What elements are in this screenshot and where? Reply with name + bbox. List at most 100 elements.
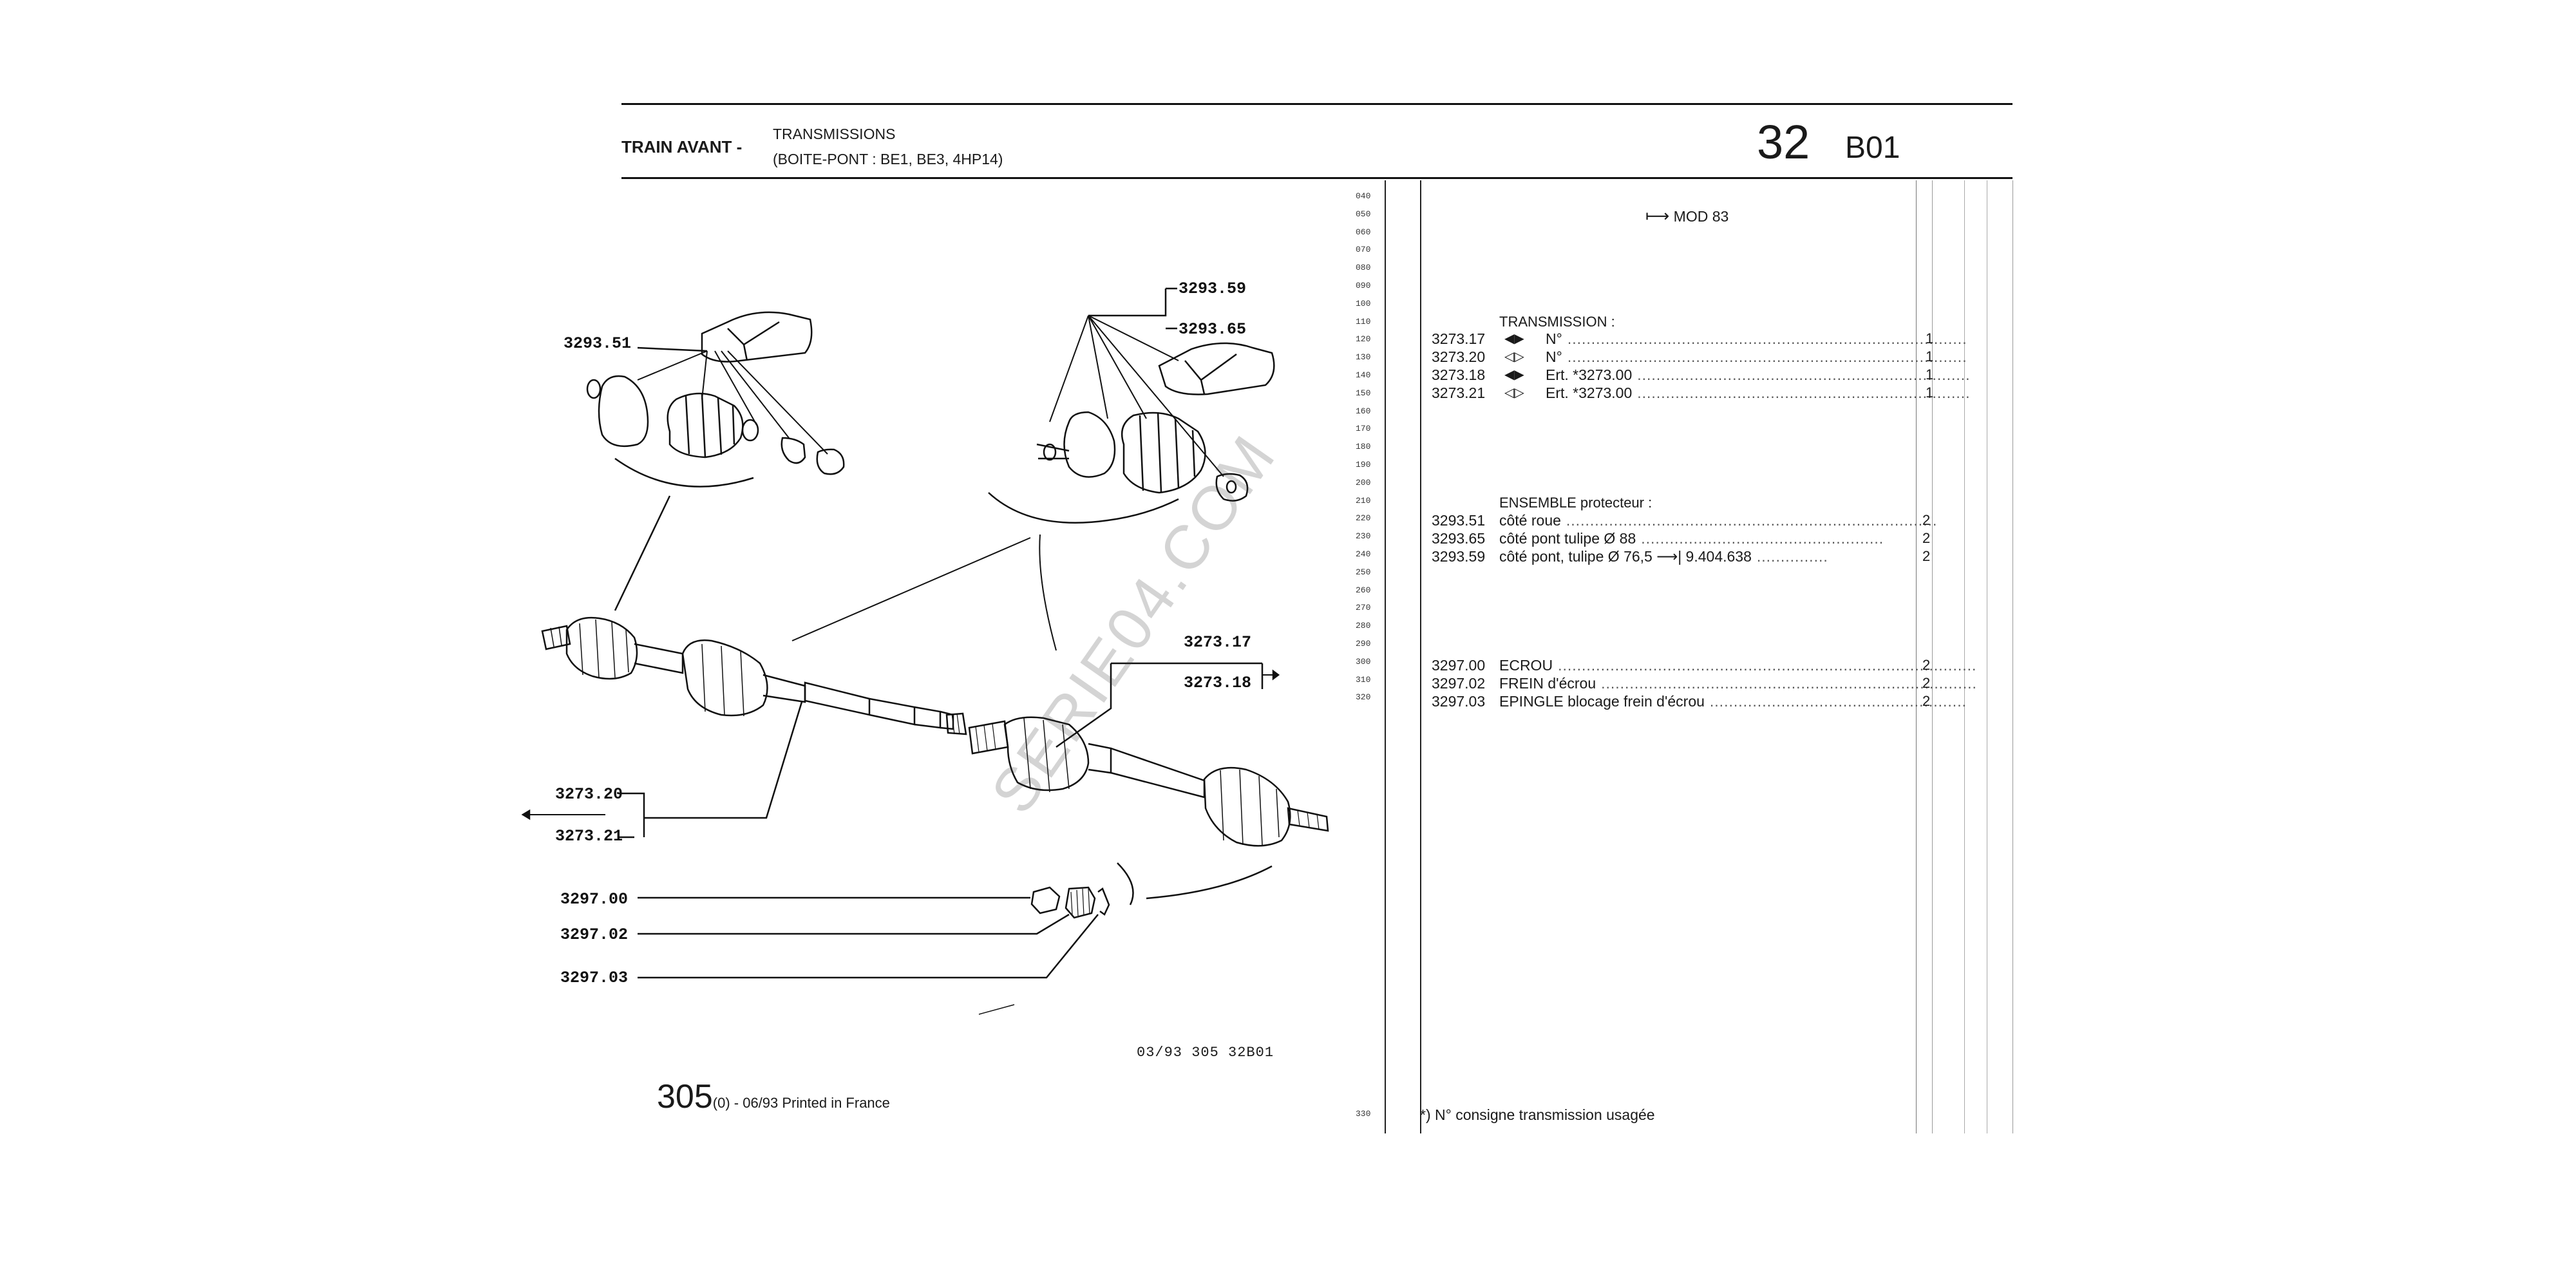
header-bottom-rule [621, 177, 2012, 179]
leader-arc-right [988, 492, 1179, 524]
exploded-diagram: 3293.51 3293.59 3293.65 3273.17 3273.18 … [521, 279, 1329, 1015]
row-number: 100 [1356, 298, 1371, 308]
section-subtitle-1: TRANSMISSIONS [773, 126, 896, 142]
leader-arc-bottom [1117, 862, 1273, 905]
callout-3297-02: 3297.02 [560, 925, 628, 944]
part-description: ◁▷N°....................................… [1504, 348, 1967, 366]
callout-3273-17: 3273.17 [1184, 633, 1251, 652]
part-description: ◀▶Ert. *3273.00.........................… [1504, 366, 1971, 384]
part-quantity: 1 [1926, 330, 1934, 346]
leader-dots: ........................................… [1709, 693, 1967, 710]
part-description: FREIN d'écrou...........................… [1499, 675, 1977, 692]
leader-3297-03 [638, 914, 1099, 979]
row-number: 130 [1356, 352, 1371, 363]
row-number: 280 [1356, 621, 1371, 631]
part-ref: 3297.03 [1432, 693, 1486, 710]
part-description-text: ECROU [1499, 657, 1553, 674]
callout-3293-59: 3293.59 [1179, 279, 1246, 298]
leader-dots: ........................................… [1601, 675, 1977, 692]
row-number: 050 [1356, 209, 1371, 219]
part-quantity: 2 [1922, 675, 1931, 691]
page-number: 32 [1757, 115, 1810, 169]
row-number: 140 [1356, 370, 1371, 380]
row-number: 090 [1356, 281, 1371, 290]
footer-note: *) N° consigne transmission usagée [1420, 1106, 1655, 1123]
part-description-text: Ert. *3273.00 [1546, 384, 1633, 401]
boot-left [667, 392, 744, 459]
ensemble-heading: ENSEMBLE protecteur : [1499, 495, 1653, 511]
callout-3297-00: 3297.00 [560, 890, 628, 909]
row-number: 210 [1356, 495, 1371, 506]
callout-3293-65: 3293.65 [1179, 320, 1246, 339]
row-number: 170 [1356, 424, 1371, 434]
callout-3273-20: 3273.20 [555, 785, 623, 804]
row-number: 180 [1356, 442, 1371, 452]
pin-3297-03 [1097, 887, 1110, 916]
row-number: 230 [1356, 531, 1371, 542]
section-subtitle-2: (BOITE-PONT : BE1, BE3, 4HP14) [773, 151, 1003, 167]
grease-pouch-right [1158, 342, 1275, 395]
part-description-text: Ert. *3273.00 [1546, 366, 1633, 383]
left-arrow-outline-icon: ◁▷ [1504, 386, 1524, 400]
leader-dots: ........................................… [1558, 657, 1977, 674]
table-rule-5 [1964, 180, 1965, 1133]
leader-3273-17 [1056, 663, 1112, 748]
right-spline-stub [1287, 807, 1329, 832]
lock-3297-02 [1065, 886, 1096, 919]
part-ref: 3293.59 [1432, 548, 1486, 565]
part-description-text: N° [1546, 348, 1562, 365]
arrow-right-bar-icon: ⟼ [1645, 206, 1670, 225]
part-quantity: 1 [1926, 366, 1934, 383]
part-quantity: 1 [1926, 348, 1934, 365]
left-arrow-solid-icon: ◀▶ [1504, 332, 1524, 346]
part-ref: 3293.65 [1432, 530, 1486, 547]
part-quantity: 2 [1922, 657, 1931, 673]
row-number: 200 [1356, 477, 1371, 488]
part-description-text: EPINGLE blocage frein d'écrou [1499, 693, 1705, 710]
row-number: 320 [1356, 692, 1371, 703]
model-number: 305 [657, 1078, 713, 1115]
table-rule-left [1385, 180, 1386, 1133]
page-code: B01 [1845, 131, 1900, 165]
part-ref: 3273.18 [1432, 366, 1486, 383]
part-description-text: côté roue [1499, 512, 1561, 529]
small-clip-right [1215, 473, 1249, 502]
part-description-text: côté pont, tulipe Ø 76,5 ⟶| 9.404.638 [1499, 548, 1752, 565]
clamp-ring-left [598, 375, 649, 448]
mod-note-text: MOD 83 [1673, 208, 1729, 225]
row-number: 040 [1356, 191, 1371, 201]
row-number: 290 [1356, 639, 1371, 649]
row-number: 060 [1356, 227, 1371, 237]
left-joint-housing [681, 639, 768, 717]
table-rule-7 [2012, 180, 2013, 1133]
part-description: ◁▷ Ert. *3273.00.........................… [1504, 384, 1971, 402]
callout-3273-18: 3273.18 [1184, 674, 1251, 692]
callout-3293-51: 3293.51 [564, 334, 631, 353]
part-description-text: FREIN d'écrou [1499, 675, 1596, 692]
footer-model: 305(0) - 06/93 Printed in France [657, 1077, 890, 1116]
part-description: côté pont, tulipe Ø 76,5 ⟶| 9.404.638...… [1499, 548, 1828, 565]
row-number: 240 [1356, 549, 1371, 559]
row-number: 190 [1356, 460, 1371, 469]
clamp-ring-right-tab [1043, 443, 1057, 461]
leader-dots: ........................................… [1637, 366, 1971, 383]
right-joint-housing [1003, 716, 1090, 791]
transmission-heading: TRANSMISSION : [1499, 314, 1615, 330]
row-number-last: 330 [1356, 1109, 1371, 1119]
leader-3273-20 [634, 701, 803, 837]
boot-right [1121, 412, 1206, 494]
mod-note: ⟼ MOD 83 [1645, 206, 1728, 226]
right-spline-input [968, 720, 1009, 755]
leader-dots: ........................................… [1637, 384, 1971, 401]
header-top-rule [621, 103, 2012, 105]
small-collar-left [816, 448, 845, 475]
part-description: ECROU...................................… [1499, 657, 1976, 674]
row-number: 250 [1356, 567, 1371, 577]
callout-3273-21: 3273.21 [555, 827, 623, 846]
intermediate-spline [945, 712, 967, 735]
row-number: 070 [1356, 245, 1371, 255]
part-ref: 3293.51 [1432, 512, 1486, 529]
part-ref: 3273.21 [1432, 384, 1486, 401]
grease-pouch-left [701, 311, 813, 363]
main-shaft-bar [804, 681, 871, 716]
